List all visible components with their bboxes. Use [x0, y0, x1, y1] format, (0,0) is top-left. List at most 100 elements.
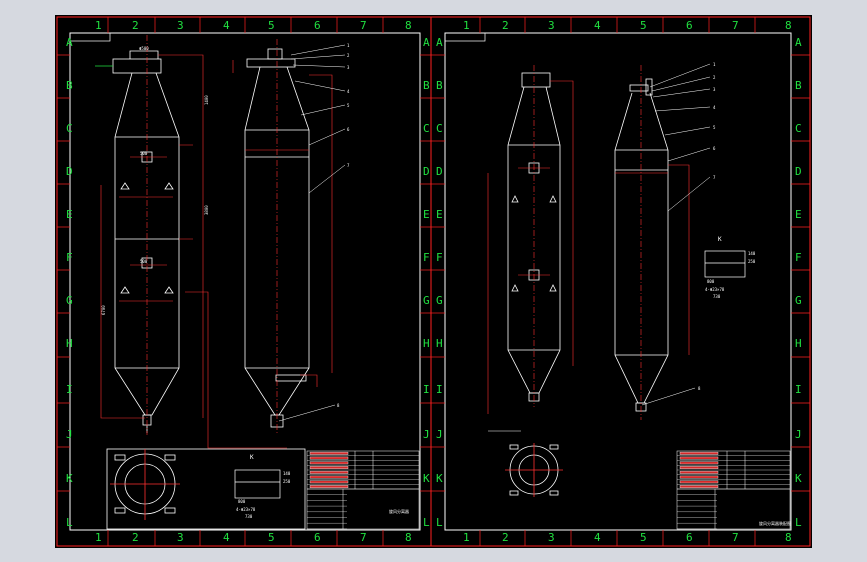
- grid-col-5-s2: 5: [640, 19, 647, 32]
- tb2-rows-entry-2: [679, 456, 719, 460]
- grid-col-2-s2: 2: [502, 19, 509, 32]
- leader-5: 5: [347, 103, 350, 108]
- tb2-rows-entry-4: [679, 466, 719, 470]
- grid-col-8-s2: 8: [785, 19, 792, 32]
- grid-row-i: I: [66, 383, 73, 396]
- detail-k-dim-4: 4-Φ23×78: [236, 507, 256, 512]
- grid-row-k-s2r: K: [795, 472, 802, 485]
- tb1-rows-entry-3: [309, 461, 349, 465]
- tb1-rows-entry-7: [309, 480, 349, 484]
- leader-line-s2-1: [649, 63, 711, 88]
- outer-frame-2: [430, 16, 811, 547]
- title-block-2[interactable]: [676, 450, 791, 530]
- title-block-frame: [306, 450, 420, 530]
- cyclone-elevation-view-4[interactable]: [614, 78, 669, 412]
- sheet-2: 1 2 3 4 5 6 7 8 K 140 250: [487, 62, 791, 530]
- detail-k-view-1[interactable]: K 140 250 800 4-Φ23×78 730: [234, 454, 291, 519]
- leader-s2-4: 4: [713, 105, 716, 110]
- plan-view-2[interactable]: [505, 443, 563, 497]
- grid-row-a: A: [66, 36, 73, 49]
- tb1-rows-entry-6: [309, 475, 349, 479]
- detail-k-dim-5: 730: [245, 514, 253, 519]
- grid-row-c: C: [66, 122, 73, 135]
- grid-col-5-s2-bottom: 5: [640, 531, 647, 544]
- dim-label-5: 500: [140, 259, 148, 264]
- grid-col-4-s2-bottom: 4: [594, 531, 601, 544]
- detail-k-label-2: K: [718, 236, 722, 243]
- grid-col-5: 5: [268, 19, 275, 32]
- grid-col-3: 3: [177, 19, 184, 32]
- grid-col-8: 8: [405, 19, 412, 32]
- leader-lines-view-4: [641, 63, 711, 406]
- leader-lines-view-2: [278, 44, 346, 422]
- leader-line-7: [308, 164, 346, 194]
- grid-row-l-r: L: [423, 516, 430, 529]
- grid-row-f-s2: F: [436, 251, 443, 264]
- grid-row-h-s2r: H: [795, 337, 802, 350]
- leader-line-2: [290, 54, 346, 60]
- dim-label-2: 3800: [204, 205, 209, 215]
- leader-line-s2-6: [667, 147, 711, 162]
- support-lug-3: [120, 286, 130, 294]
- grid-row-f: F: [66, 251, 73, 264]
- leader-line-8: [278, 404, 336, 422]
- plan2-lug-1: [509, 444, 519, 450]
- grid-row-h: H: [66, 337, 73, 350]
- leader-6: 6: [347, 127, 350, 132]
- leader-line-s2-3: [652, 88, 711, 98]
- grid-row-k-s2: K: [436, 472, 443, 485]
- plan2-lug-4: [549, 490, 559, 496]
- grid-row-i-r: I: [423, 383, 430, 396]
- cyclone-body-4: [614, 92, 669, 404]
- plan-view-frame: [106, 448, 306, 530]
- sheet-frames: [56, 16, 811, 547]
- grid-row-b-r: B: [423, 79, 430, 92]
- tb1-rows-entry-1: [309, 451, 349, 455]
- grid-col-3-s2: 3: [548, 19, 555, 32]
- detail-k2-outline: [704, 250, 746, 278]
- top-outlet-4: [645, 78, 653, 96]
- tb2-rows-entry-7: [679, 480, 719, 484]
- title-block-1[interactable]: [306, 450, 420, 530]
- grid-col-4-bottom: 4: [223, 531, 230, 544]
- plan-lug-3: [114, 507, 126, 514]
- grid-row-c-r: C: [423, 122, 430, 135]
- grid-row-d-s2: D: [436, 165, 443, 178]
- grid-row-j-r: J: [423, 428, 430, 441]
- grid-row-d-r: D: [423, 165, 430, 178]
- leader-s2-8: 8: [698, 386, 701, 391]
- grid-col-7-s2: 7: [732, 19, 739, 32]
- dim-base-1: [185, 291, 287, 449]
- grid-row-i-s2r: I: [795, 383, 802, 396]
- grid-row-e-s2r: E: [795, 208, 802, 221]
- support-lug-8: [549, 284, 557, 292]
- grid-row-h-r: H: [423, 337, 430, 350]
- title-block-2-text: 旋风分离器装配图: [759, 520, 791, 526]
- leader-s2-7: 7: [713, 175, 716, 180]
- detail-k-dim-3: 800: [238, 499, 246, 504]
- tb1-rows-entry-4: [309, 466, 349, 470]
- grid-row-e-r: E: [423, 208, 430, 221]
- dim-support-2: [300, 374, 318, 387]
- detail-k-view-2[interactable]: K 140 250 800 4-Φ23×78 730: [704, 236, 756, 299]
- dim-height-1: [158, 54, 204, 418]
- cad-viewport[interactable]: 1 2 3 4 5 6 7 8 1 2 3 4 5 6 7 8 1 2 3 4 …: [55, 15, 812, 548]
- leader-s2-5: 5: [713, 125, 716, 130]
- dim-left-1: [100, 185, 145, 419]
- grid-row-j-s2: J: [436, 428, 443, 441]
- tb1-rows-entry-2: [309, 456, 349, 460]
- title-block-2-frame: [676, 450, 791, 530]
- leader-1: 1: [347, 43, 350, 48]
- dim-label-4: 500: [140, 151, 148, 156]
- support-lug-5: [511, 195, 519, 203]
- grid-col-5-bottom: 5: [268, 531, 275, 544]
- grid-col-7-bottom: 7: [360, 531, 367, 544]
- leader-line-s2-7: [667, 176, 711, 212]
- plan-view-1[interactable]: [106, 448, 306, 530]
- grid-col-2: 2: [132, 19, 139, 32]
- dim-height-2: [309, 74, 333, 373]
- detail-k-dim-1: 140: [283, 471, 291, 476]
- detail-k2-dim-4: 4-Φ23×78: [705, 287, 725, 292]
- grid-col-1-bottom: 1: [95, 531, 102, 544]
- cyclone-elevation-view-1[interactable]: [95, 50, 180, 433]
